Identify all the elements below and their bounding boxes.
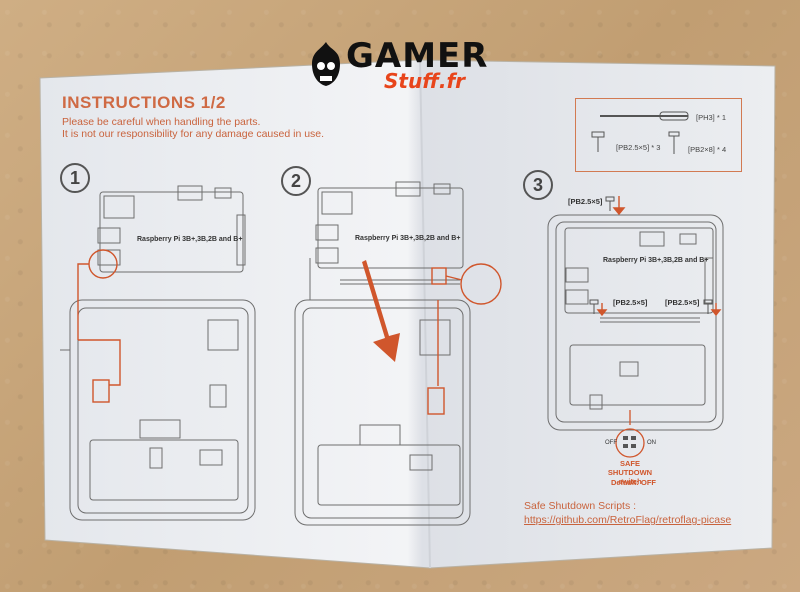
paper-fold [419, 59, 431, 569]
switch-body [623, 436, 636, 448]
step3-board-label: Raspberry Pi 3B+,3B,2B and B+ [603, 257, 709, 264]
step1-drawing [60, 185, 256, 521]
switch-on-tag: ON [647, 440, 656, 446]
warning-line-1: Please be careful when handling the part… [62, 116, 261, 128]
switch-detail [615, 410, 645, 458]
screwdriver-label: [PH3] * 1 [696, 113, 727, 122]
screw-a-label: [PB2.5×5] * 3 [616, 143, 661, 152]
step3-right-screw-label: [PB2.5×5] [665, 298, 700, 307]
step1-board-label: Raspberry Pi 3B+,3B,2B and B+ [137, 236, 243, 243]
step-number-2: 2 [281, 166, 311, 196]
skull-flame-icon [312, 42, 340, 86]
brand-subname: Stuff.fr [384, 69, 466, 93]
step2-drawing [294, 181, 471, 526]
screw-b-label: [PB2×8] * 4 [688, 145, 727, 154]
step3-screws [589, 196, 713, 314]
step3-top-screw-label: [PB2.5×5] [568, 197, 603, 206]
tools-box: [PH3] * 1 [PB2.5×5] * 3 [PB2×8] * 4 [575, 98, 742, 172]
step2-case [294, 299, 471, 526]
step1-highlight [77, 249, 121, 403]
step2-rpi-board [317, 187, 464, 269]
step1-rpi-board [99, 191, 244, 273]
step3-left-screw-label: [PB2.5×5] [613, 298, 648, 307]
brand-name: GAMER [346, 36, 489, 76]
screw-b-icon [668, 131, 680, 154]
brand-logo: GAMER Stuff.fr [306, 38, 500, 98]
switch-default: Default: OFF [611, 478, 656, 487]
safe-shutdown-url: https://github.com/RetroFlag/retroflag-p… [524, 514, 732, 526]
step2-board-label: Raspberry Pi 3B+,3B,2B and B+ [355, 235, 461, 242]
switch-title: SAFE SHUTDOWN switch [607, 459, 653, 486]
tool-drawings [591, 111, 689, 154]
warning-line-2: It is not our responsibility for any dam… [62, 128, 325, 140]
step2-arrow [362, 260, 400, 362]
step-number-1: 1 [60, 163, 90, 193]
screw-a-icon [591, 131, 605, 152]
step2-highlight [427, 263, 502, 415]
page-title: INSTRUCTIONS 1/2 [62, 93, 226, 112]
switch-off-tag: OFF [605, 440, 617, 446]
step3-screw-arrows [596, 196, 722, 317]
safe-shutdown-scripts-label: Safe Shutdown Scripts : [524, 500, 637, 512]
step-number-3: 3 [523, 170, 553, 200]
